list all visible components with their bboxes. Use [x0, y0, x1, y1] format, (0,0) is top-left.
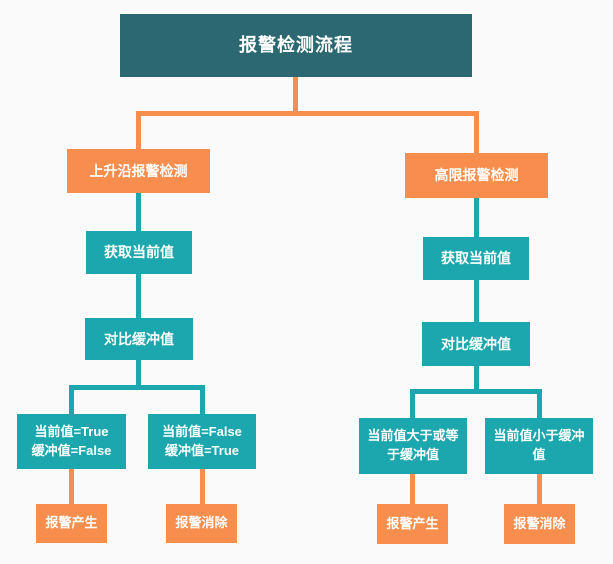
connector-title-split: [136, 111, 479, 116]
connector-right-cond2-down: [537, 389, 542, 418]
node-high-limit-get-value: 获取当前值: [423, 237, 529, 280]
node-high-limit-condition-lt: 当前值小于缓冲 值: [485, 418, 593, 474]
connector-right-header-step1: [474, 198, 479, 237]
node-rising-edge-header: 上升沿报警检测: [67, 149, 210, 193]
node-high-limit-header: 高限报警检测: [405, 153, 548, 198]
connector-left-branch-down: [136, 111, 141, 149]
node-high-limit-alarm-raised: 报警产生: [377, 504, 448, 544]
connector-right-result1-down: [410, 474, 415, 504]
node-high-limit-alarm-cleared: 报警消除: [504, 504, 575, 544]
node-rising-edge-alarm-cleared: 报警消除: [166, 504, 237, 543]
connector-right-cond1-down: [410, 389, 415, 418]
connector-left-header-step1: [136, 193, 141, 231]
connector-title-down: [293, 77, 298, 116]
connector-left-cond2-down: [200, 385, 205, 414]
node-high-limit-compare-buffer: 对比缓冲值: [422, 322, 530, 366]
node-rising-edge-condition-false-true: 当前值=False 缓冲值=True: [148, 414, 256, 469]
connector-right-split: [410, 389, 542, 394]
node-rising-edge-get-value: 获取当前值: [86, 231, 192, 274]
connector-left-step1-step2: [136, 274, 141, 318]
connector-right-step2-down: [474, 366, 479, 391]
connector-left-result2-down: [200, 469, 205, 504]
connector-right-result2-down: [537, 474, 542, 504]
connector-right-branch-down: [474, 111, 479, 153]
connector-left-cond1-down: [69, 385, 74, 414]
node-high-limit-condition-gte: 当前值大于或等 于缓冲值: [359, 418, 467, 474]
connector-left-result1-down: [69, 469, 74, 504]
connector-left-step2-down: [136, 360, 141, 387]
node-title: 报警检测流程: [120, 14, 472, 77]
node-rising-edge-condition-true-false: 当前值=True 缓冲值=False: [17, 414, 126, 469]
connector-left-split: [69, 385, 205, 390]
node-rising-edge-compare-buffer: 对比缓冲值: [85, 318, 193, 360]
connector-right-step1-step2: [474, 280, 479, 322]
node-rising-edge-alarm-raised: 报警产生: [36, 504, 107, 543]
